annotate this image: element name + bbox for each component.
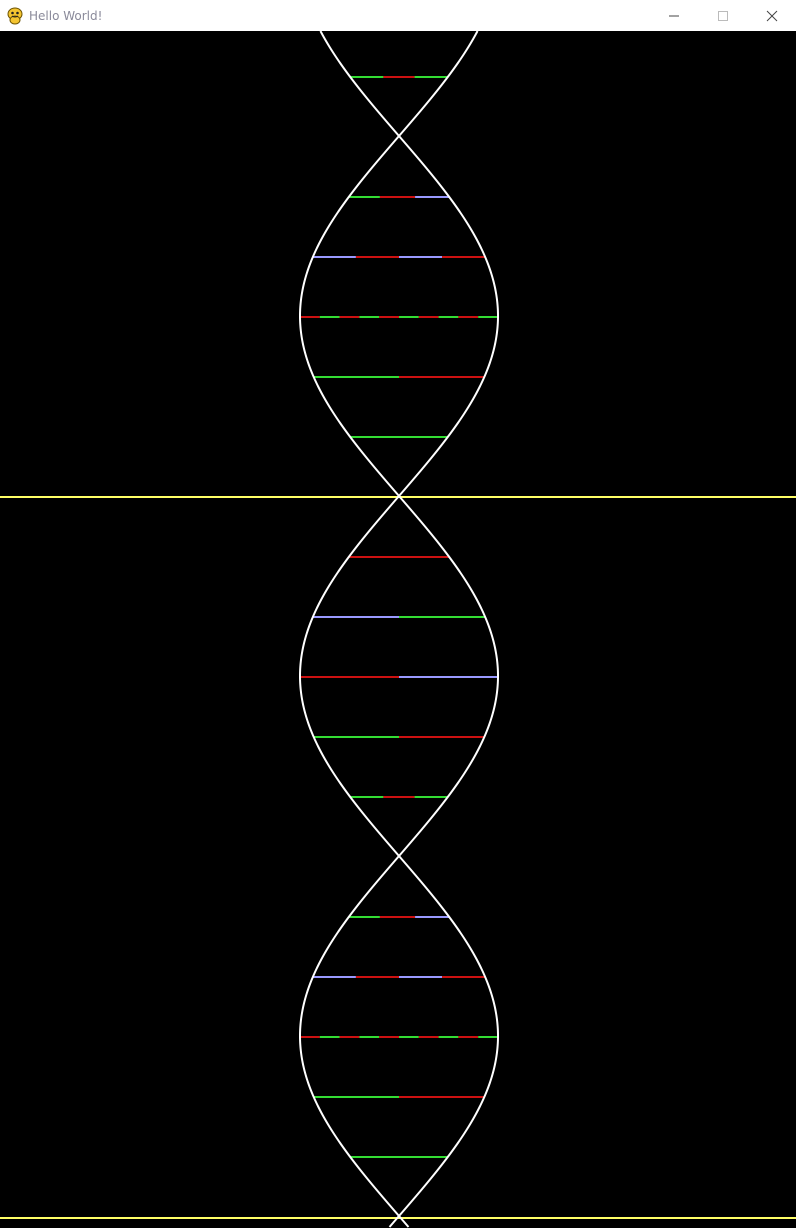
window-title: Hello World! xyxy=(29,8,103,23)
helix-strands xyxy=(299,31,499,1228)
close-button[interactable] xyxy=(747,0,796,31)
helix-strand-2 xyxy=(299,31,499,1228)
helix-strand-1 xyxy=(299,31,499,1228)
close-icon xyxy=(766,10,777,21)
caption-buttons xyxy=(649,0,796,31)
dna-helix-drawing xyxy=(0,31,796,1228)
pygame-snake-icon xyxy=(5,6,25,26)
game-canvas[interactable] xyxy=(0,31,796,1228)
minimize-icon xyxy=(668,15,679,16)
base-pair-rungs xyxy=(300,76,498,1158)
title-bar[interactable]: Hello World! xyxy=(0,0,796,31)
maximize-button[interactable] xyxy=(698,0,747,31)
maximize-icon xyxy=(717,10,728,21)
minimize-button[interactable] xyxy=(649,0,698,31)
